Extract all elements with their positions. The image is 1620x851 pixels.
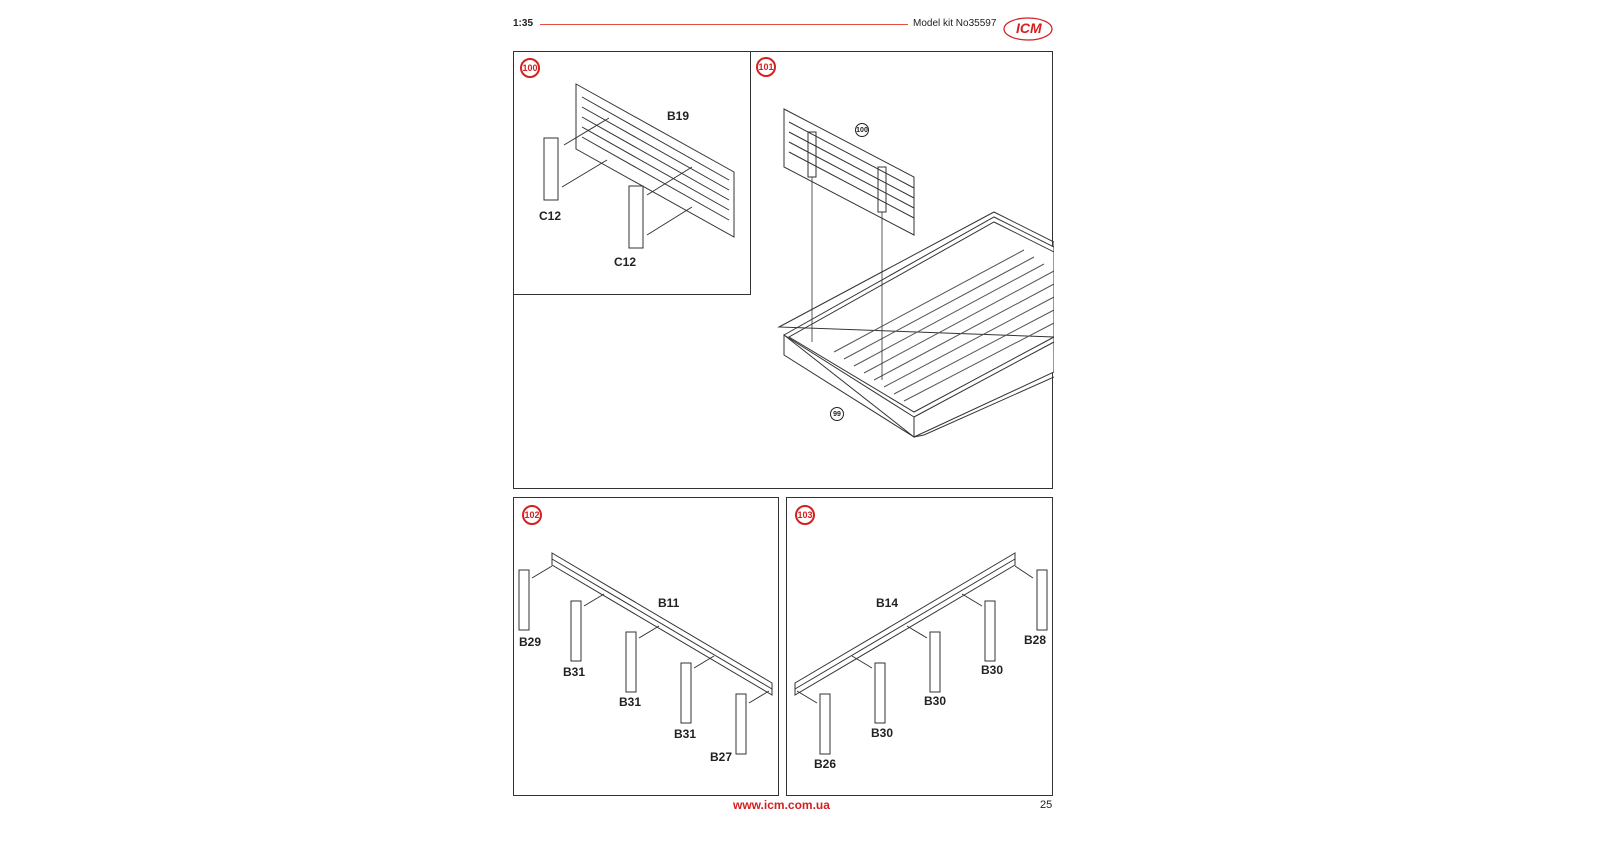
page-number: 25 [1040,799,1053,811]
step-100-badge: 100 [520,58,540,78]
side-rail-right-diagram [794,552,1048,755]
step-101-panel: 101 100 99 [513,51,1054,489]
ref-step-99: 99 [830,407,844,421]
part-label-b11: B11 [658,596,680,610]
part-label-b14: B14 [876,596,899,610]
part-label-b31: B31 [563,665,586,679]
part-label-b19: B19 [667,109,690,123]
part-label-b31: B31 [674,727,697,741]
part-label-b30: B30 [981,663,1004,677]
part-label-c12: C12 [614,255,637,269]
part-label-c12: C12 [539,209,562,223]
side-rail-left-diagram [518,552,773,755]
icm-logo: ICM [1002,14,1054,44]
step-103-badge: 103 [795,505,815,525]
header-rule [540,24,908,25]
svg-text:ICM: ICM [1016,20,1042,36]
tailgate-assembly-diagram [543,83,735,249]
ref-step-100: 100 [855,123,869,137]
part-label-b27: B27 [710,750,733,764]
part-label-b30: B30 [871,726,894,740]
step-103-panel: 103 B14 B28 B30 B30 B30 B26 [786,497,1053,796]
kit-number: Model kit No35597 [913,18,997,29]
part-label-b26: B26 [814,757,837,771]
part-label-b30: B30 [924,694,947,708]
step-101-badge: 101 [756,57,776,77]
part-label-b29: B29 [519,635,542,649]
website-link[interactable]: www.icm.com.ua [733,798,830,812]
part-label-b28: B28 [1024,633,1047,647]
step-102-panel: 102 B11 B29 B31 B31 B31 B27 [513,497,779,796]
scale-label: 1:35 [513,18,534,29]
part-label-b31: B31 [619,695,642,709]
step-100-panel: 100 B19 C12 C12 [513,51,751,295]
truck-bed-diagram [777,108,1054,438]
step-102-badge: 102 [522,505,542,525]
